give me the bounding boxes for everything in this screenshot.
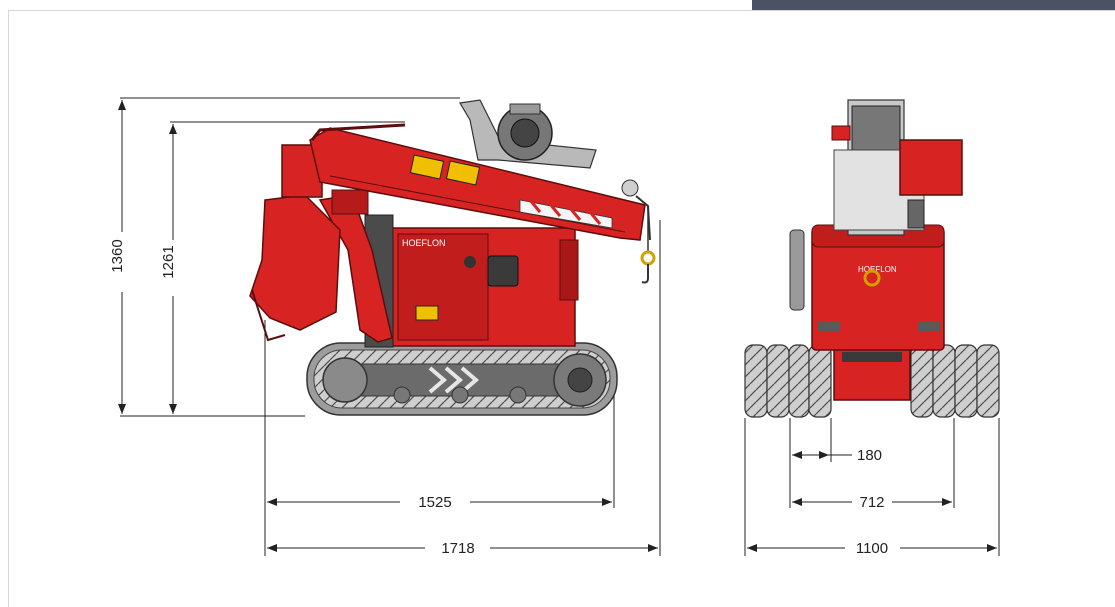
side-view: HOEFLON [249, 99, 656, 416]
dim-total-width: 1100 [856, 540, 888, 557]
dim-height-to-jib: 1261 [160, 245, 177, 278]
warning-icon [415, 305, 439, 321]
side-body: HOEFLON [391, 227, 579, 347]
front-track-left [744, 344, 832, 418]
side-outrigger [249, 144, 341, 342]
drawing-frame [8, 10, 1115, 607]
dim-total-length: 1718 [441, 540, 474, 557]
front-view: HOEFLON [744, 99, 1000, 418]
side-boom [309, 123, 651, 241]
dim-total-height: 1360 [109, 239, 126, 272]
dimension-lines [118, 97, 1000, 556]
hook-icon [640, 206, 656, 284]
side-brand-label: HOEFLON [402, 238, 446, 248]
side-track [306, 342, 618, 416]
dim-track-width: 180 [857, 447, 882, 464]
front-body: HOEFLON [789, 99, 963, 401]
dim-track-gauge: 712 [859, 494, 884, 511]
front-track-right [910, 344, 1000, 418]
front-brand-label: HOEFLON [858, 265, 897, 274]
dim-track-length: 1525 [418, 494, 451, 511]
side-winch [459, 99, 597, 169]
corner-tab [752, 0, 1115, 10]
